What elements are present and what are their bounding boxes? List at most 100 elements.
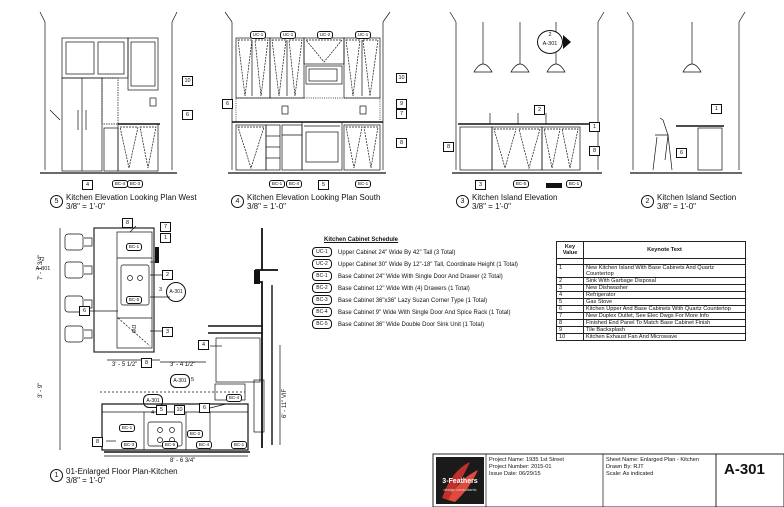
- marker-5-label: 5: [191, 377, 195, 383]
- keynote-text: Kitchen Upper And Base Cabinets With Qua…: [583, 305, 746, 313]
- elevation-island: [449, 11, 605, 174]
- keynote-box: 8: [589, 146, 600, 156]
- section-marker-plan: 2 A-301: [30, 256, 56, 278]
- keynote-box: 1: [589, 122, 600, 132]
- keynote-text: Gas Stove: [583, 298, 746, 306]
- keynote-text: Kitchen Exhaust Fan And Microwave: [583, 333, 746, 341]
- section-marker-elev: 2 A-301: [537, 30, 563, 54]
- keynote-box: 1: [711, 104, 722, 114]
- keynote-box: 8: [122, 218, 133, 228]
- cabinet-tag: BC-3: [121, 441, 137, 449]
- cabinet-tag: BC-1: [126, 243, 142, 251]
- cabinet-tag: UC-1: [280, 31, 296, 39]
- dimension-counter-length: 8' - 6 3/4": [170, 458, 196, 464]
- keynote-key: 2: [556, 277, 584, 285]
- view-scale: 3/8" = 1'-0": [247, 202, 287, 211]
- view-number-bubble: 5: [50, 195, 63, 208]
- view-scale: 3/8" = 1'-0": [472, 202, 512, 211]
- cabinet-tag: BC-4: [196, 441, 212, 449]
- cabinet-tag: BC-1: [355, 180, 371, 188]
- dimension-island-length: 7' - 1 3/4": [38, 254, 44, 280]
- marker-elev-5: A-301: [170, 374, 190, 388]
- cabinet-tag: BC-1: [566, 180, 582, 188]
- schedule-tag: BC-4: [312, 307, 332, 318]
- keynote-header-key: Key Value: [556, 241, 584, 259]
- cabinet-tag: BC-1: [119, 424, 135, 432]
- keynote-key: 6: [556, 305, 584, 313]
- logo-text: 3-Feathers: [442, 478, 478, 485]
- keynote-box: 6: [676, 148, 687, 158]
- keynote-box: 1: [160, 233, 171, 243]
- view-number-bubble: 3: [456, 195, 469, 208]
- view-title-text: Kitchen Island Elevation: [472, 193, 558, 202]
- issue-date: Issue Date: 06/29/15: [489, 471, 541, 477]
- schedule-tag: UC-1: [312, 247, 332, 258]
- keynote-text: Sink With Garbage Disposal: [583, 277, 746, 285]
- keynote-key: 7: [556, 312, 584, 320]
- keynote-box: 10: [182, 76, 193, 86]
- keynote-box: 2: [534, 105, 545, 115]
- cabinet-tag: BC-4: [112, 180, 128, 188]
- cabinet-tag: UC-1: [355, 31, 371, 39]
- cabinet-tag: BC-1: [231, 441, 247, 449]
- keynote-header-text: Keynote Text: [583, 241, 746, 259]
- keynote-text: New Dishwasher: [583, 284, 746, 292]
- keynote-text: Tile Backsplash: [583, 326, 746, 334]
- keynote-box: 3: [162, 327, 173, 337]
- keynote-key: 5: [556, 298, 584, 306]
- marker-3-label: 3: [159, 287, 163, 293]
- cabinet-tag: BC-4: [226, 394, 242, 402]
- cabinet-tag: BC-3: [127, 180, 143, 188]
- dimension-island-width: 3' - 5 1/2": [112, 362, 138, 368]
- schedule-tag: BC-2: [312, 283, 332, 294]
- keynote-box: 9: [396, 99, 407, 109]
- view-title-text: Kitchen Island Section: [657, 193, 737, 202]
- view-title-text: Kitchen Elevation Looking Plan West: [66, 193, 197, 202]
- view-scale: 3/8" = 1'-0": [657, 202, 697, 211]
- schedule-text: Upper Cabinet 24" Wide By 42" Tall (3 To…: [338, 250, 456, 256]
- keynote-box: 6: [199, 403, 210, 413]
- view-number-bubble: 2: [641, 195, 654, 208]
- marker-elev-3: A-301: [166, 282, 186, 302]
- keynote-text: New Kitchen Island With Base Cabinets An…: [583, 264, 746, 278]
- schedule-text: Upper Cabinet 30" Wide By 12"-18" Tall, …: [338, 262, 518, 268]
- keynote-box: 10: [396, 73, 407, 83]
- keynote-key: 9: [556, 326, 584, 334]
- keynote-box: 8: [443, 142, 454, 152]
- project-name: Project Name: 1935 1st Street: [489, 457, 564, 463]
- keynote-key: 8: [556, 319, 584, 327]
- marker-elev-4: A-301: [143, 394, 163, 408]
- schedule-text: Base Cabinet 24" Wide With Single Door A…: [338, 274, 503, 280]
- logo-subtext: design consultants: [443, 487, 477, 492]
- keynote-box: 8: [141, 358, 152, 368]
- keynote-key: 1: [556, 264, 584, 278]
- marker-sheet: A-301: [542, 41, 558, 47]
- schedule-text: Base Cabinet 36"x36" Lazy Suzan Corner T…: [338, 298, 488, 304]
- marker-number: 2: [548, 32, 552, 38]
- schedule-text: Base Cabinet 36" Wide Double Door Sink U…: [338, 322, 485, 328]
- logo-mark: [436, 457, 484, 504]
- keynote-box: 5: [156, 405, 167, 415]
- section-island: [626, 11, 746, 174]
- view-title-text: Kitchen Elevation Looking Plan South: [247, 193, 381, 202]
- schedule-title: Kitchen Cabinet Schedule: [324, 237, 399, 243]
- floor-plan: [59, 225, 281, 457]
- marker-sheet: A-301: [35, 266, 51, 272]
